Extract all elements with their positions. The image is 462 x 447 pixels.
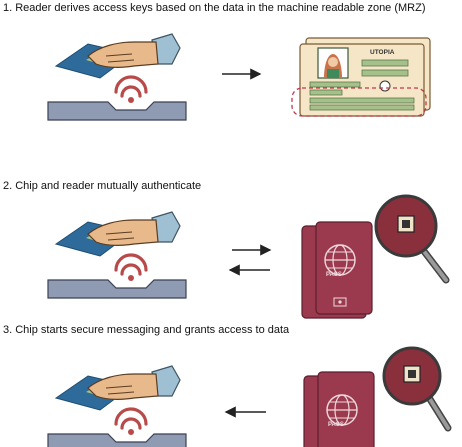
step-2-passport-label: PASS [326,272,342,278]
step-1-title: 1. Reader derives access keys based on t… [3,2,426,14]
step-3-title: 3. Chip starts secure messaging and gran… [3,324,290,336]
step-3-passport-label: PASS [328,422,344,428]
mrz-highlight [291,87,427,117]
id-card-country-label: UTOPIA [370,49,395,56]
step-3-reader-scene [46,364,188,447]
step-2-reader-scene [46,210,188,300]
step-1-reader-scene [46,32,188,122]
step-3-magnifier [382,346,452,432]
step-2-passport [301,221,373,319]
step-3-passport [303,371,375,447]
step-2-title: 2. Chip and reader mutually authenticate [3,180,202,192]
step-2-magnifier [374,194,450,284]
id-card [299,37,431,117]
